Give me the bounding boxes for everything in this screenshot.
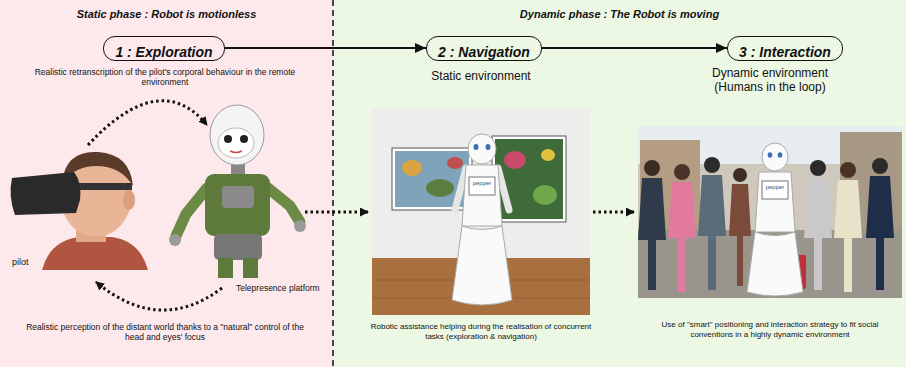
paint-blob [426, 179, 454, 197]
description-text: Realistic perception of the distant worl… [25, 322, 305, 342]
paint-blob [533, 185, 557, 205]
phase-heading: Static phase : Robot is motionless [0, 8, 333, 20]
pepper-head [468, 134, 496, 164]
pedestrian [866, 158, 894, 290]
dynamic-ground [333, 0, 906, 367]
pedestrian [698, 157, 726, 290]
screen-logo: pepper [469, 180, 495, 187]
headset-strap [76, 183, 132, 190]
street-ground [638, 126, 902, 298]
flow-arrow [542, 47, 727, 49]
painting [495, 139, 563, 219]
pepper-screen [762, 181, 788, 199]
robot-leg [218, 258, 233, 278]
street-picture [638, 126, 902, 298]
robot-leg [243, 258, 258, 278]
paint-blob [402, 160, 422, 176]
phase-band: Dynamic phase : The Robot is moving 2 : N… [333, 0, 906, 367]
paint-blob [541, 149, 555, 161]
pedestrian [638, 160, 666, 290]
robot-hips [214, 234, 262, 260]
screen-logo: pepper [762, 184, 788, 191]
pavement [638, 230, 902, 298]
pepper-torso [755, 172, 795, 232]
robot-torso [205, 174, 270, 236]
robot-eye [224, 135, 232, 143]
step-label: 3 : Interaction [739, 44, 831, 60]
control-arrow [88, 101, 207, 145]
pepper-base [452, 226, 512, 305]
robot-chest [222, 186, 254, 208]
robot-hand [169, 234, 181, 246]
pepper-screen [469, 177, 495, 195]
pepper-head [762, 143, 788, 171]
pepper-eye [768, 152, 773, 158]
pilot-ear [123, 190, 135, 210]
robot-eye [240, 135, 248, 143]
robot-face [218, 128, 254, 158]
telepresence-robot [169, 105, 306, 278]
description-text: Robotic assistance helping during the re… [366, 322, 596, 341]
figure-label: Telepresence platform [236, 283, 320, 293]
pedestrian [834, 162, 862, 292]
painting-frame [392, 148, 472, 210]
phase-arrow [593, 211, 634, 214]
step-label: 1 : Exploration [115, 44, 212, 60]
description-text: Realistic retranscription of the pilot's… [25, 67, 305, 87]
robot-head [210, 105, 264, 165]
pepper-eye [778, 152, 783, 158]
step-box: 1 : Exploration [103, 36, 225, 61]
pepper-eye [486, 144, 491, 150]
gallery-picture [372, 108, 590, 315]
paint-blob [504, 151, 526, 169]
pepper-base [747, 232, 803, 296]
pedestrian [729, 168, 751, 286]
phase-heading: Dynamic phase : The Robot is moving [333, 8, 906, 20]
phase-band: Static phase : Robot is motionless 1 : Ex… [0, 0, 333, 367]
phase-arrow [305, 211, 368, 214]
pedestrian [804, 160, 832, 290]
pepper-eye [474, 144, 479, 150]
environment-title: Static environment [381, 69, 581, 83]
step-box: 2 : Navigation [426, 36, 542, 61]
step-label: 2 : Navigation [438, 44, 530, 60]
figure-label: pilot [12, 257, 29, 268]
flow-arrow [225, 47, 426, 49]
paint-blob [447, 157, 463, 169]
robot-arm [176, 188, 207, 236]
static-ground [0, 0, 333, 367]
robot-hand [294, 220, 306, 232]
robot-arm [268, 188, 300, 222]
painting-frame [492, 136, 566, 222]
step-box: 3 : Interaction [727, 36, 843, 61]
description-text: Use of "smart" positioning and interacti… [650, 320, 890, 339]
robot-mouth [230, 151, 242, 153]
pilot-figure [11, 152, 148, 270]
vr-headset [11, 172, 81, 215]
pedestrian [668, 164, 696, 292]
perception-arrow [96, 282, 222, 310]
environment-title: Dynamic environment (Humans in the loop) [695, 66, 845, 95]
phase-divider [332, 0, 334, 367]
pepper-torso [462, 165, 502, 226]
